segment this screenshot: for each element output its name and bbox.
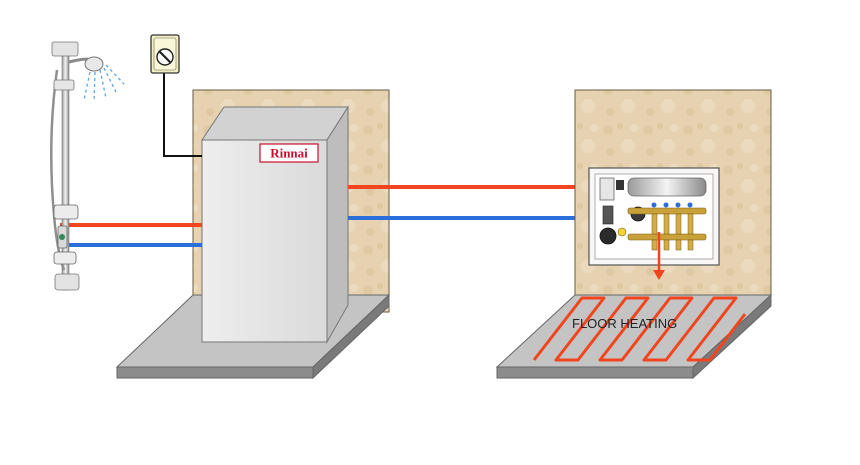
thermostat-icon xyxy=(150,34,180,74)
brand-badge xyxy=(259,143,319,163)
floor-slab-front xyxy=(496,366,694,379)
shower-icon xyxy=(50,41,125,291)
heater-front xyxy=(201,139,328,343)
manifold-icon xyxy=(588,167,720,266)
heater-platform-front xyxy=(116,366,314,379)
arrow-down-icon xyxy=(653,232,665,280)
water-heater-icon: Rinnai xyxy=(201,105,349,344)
heater-platform-side xyxy=(312,293,390,380)
floor-coil xyxy=(532,296,747,362)
water-spray xyxy=(83,64,125,103)
thermostat-wire xyxy=(163,70,202,157)
heater-scene: Rinnai xyxy=(60,34,590,380)
heater-top xyxy=(201,106,349,141)
floor-heating-scene: FLOOR HEATING xyxy=(495,89,773,380)
brand-label: Rinnai xyxy=(270,146,308,161)
floor-heating-label: FLOOR HEATING xyxy=(572,316,677,331)
heater-side xyxy=(326,105,349,344)
